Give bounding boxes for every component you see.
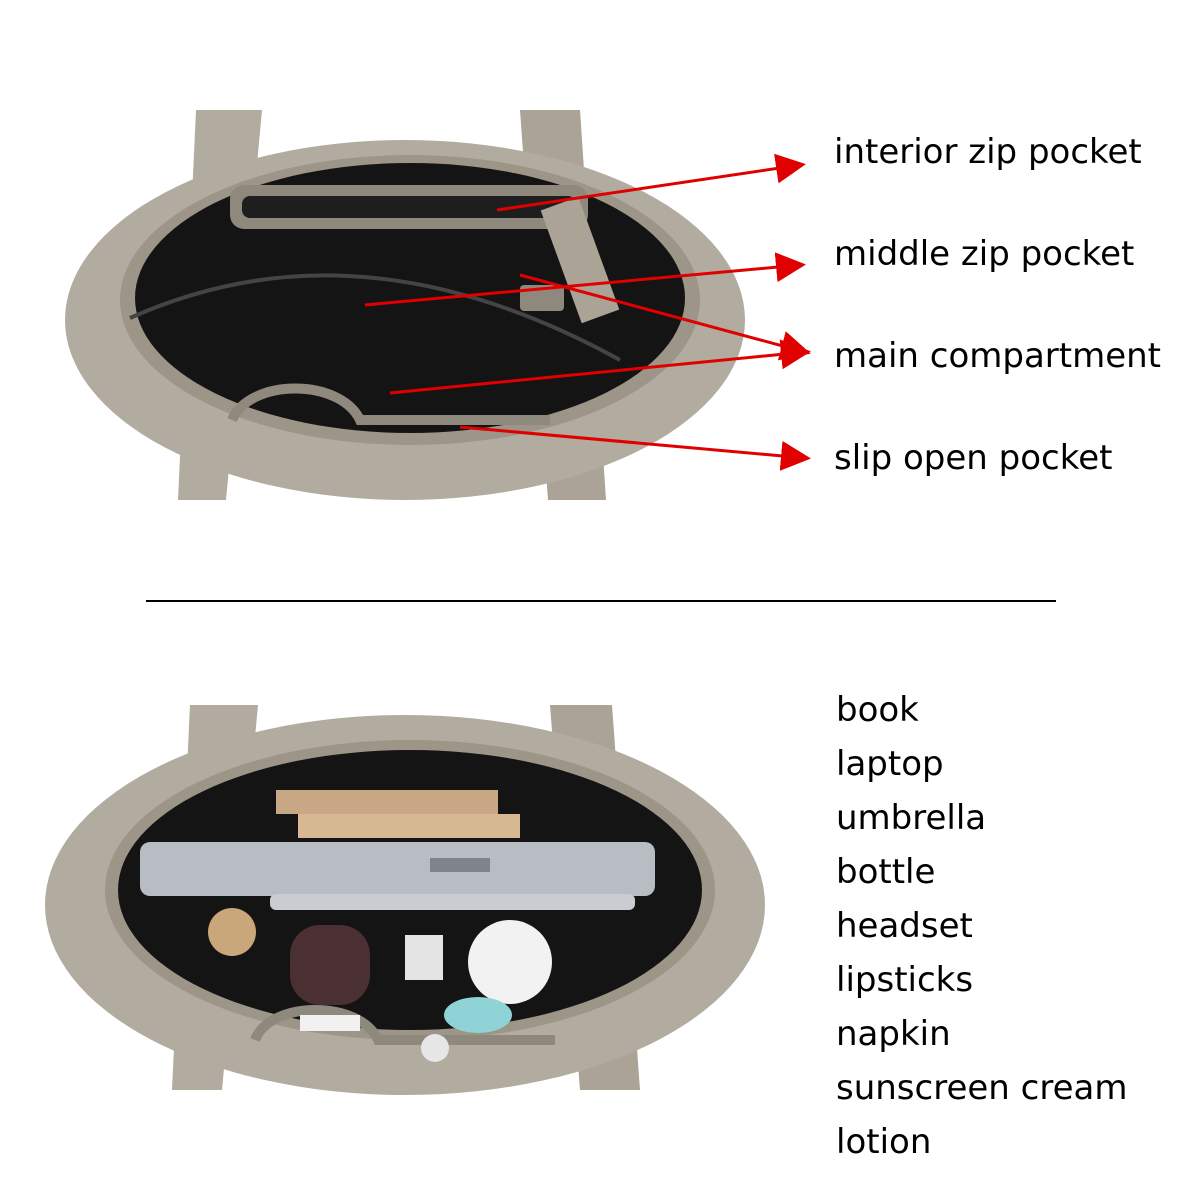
middle-zip-pocket (129, 273, 621, 362)
list-item: sunscreen cream (836, 1068, 1128, 1108)
callout-interior-zip-pocket: interior zip pocket (834, 132, 1142, 172)
headset-item (468, 920, 552, 1004)
arrow-main-compartment-1 (519, 273, 811, 361)
arrow-slip-open-pocket (459, 425, 811, 471)
callout-arrows (364, 153, 811, 471)
sunscreen-cream-item (421, 1034, 449, 1062)
list-item: lipsticks (836, 960, 974, 1000)
bottle-item (290, 925, 370, 1005)
list-item: headset (836, 906, 973, 946)
list-item: lotion (836, 1122, 932, 1162)
list-item: umbrella (836, 798, 987, 838)
laptop-item (140, 842, 655, 896)
bag-bottom-illustration (45, 705, 765, 1095)
napkin-item (300, 1015, 360, 1031)
items-list: book laptop umbrella bottle headset lips… (836, 690, 1127, 1176)
slip-open-pocket (227, 383, 550, 425)
list-item: laptop (836, 744, 944, 784)
callout-main-compartment: main compartment (834, 336, 1162, 376)
lipsticks-item (405, 935, 443, 980)
bag-top-illustration (65, 110, 745, 500)
arrow-middle-zip-pocket (364, 252, 806, 307)
umbrella-item (208, 908, 256, 956)
section-divider (146, 600, 1056, 602)
callout-middle-zip-pocket: middle zip pocket (834, 234, 1135, 274)
arrow-main-compartment-2 (389, 339, 811, 395)
callout-slip-open-pocket: slip open pocket (834, 438, 1113, 478)
arrow-interior-zip-pocket (496, 153, 806, 212)
lotion-item (444, 997, 512, 1033)
book-item (276, 790, 498, 814)
list-item: book (836, 690, 919, 730)
list-item: bottle (836, 852, 936, 892)
bag-lining (135, 163, 685, 433)
list-item: napkin (836, 1014, 951, 1054)
